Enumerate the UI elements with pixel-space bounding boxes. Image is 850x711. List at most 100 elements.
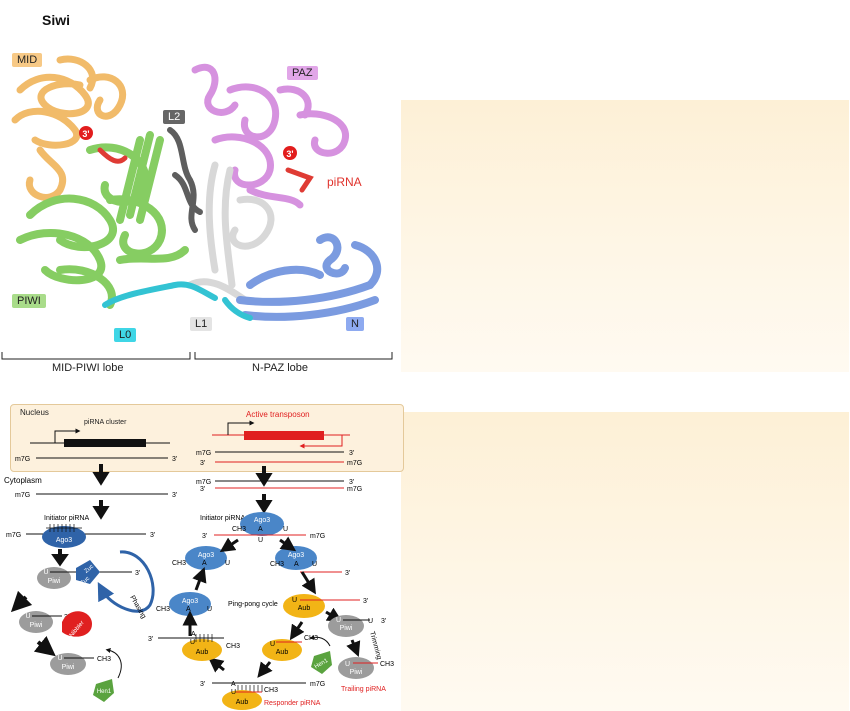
zuc-text-1: Zuc <box>84 564 96 575</box>
piwi-domain <box>16 131 189 309</box>
three-prime-marker-paz <box>283 146 297 160</box>
three-ago3-top: 3' <box>202 533 207 540</box>
a-cycle-bottom: A <box>186 606 191 613</box>
antisense-arrow <box>299 435 343 449</box>
a-aub-left: A <box>191 631 196 638</box>
nucleus-box <box>10 404 404 472</box>
hen1-right <box>311 651 332 674</box>
down-arrow-7 <box>33 635 56 657</box>
trailing-pirna-label: Trailing piRNA <box>341 686 386 693</box>
three-prime-text-mid: 3' <box>82 129 89 139</box>
ago3-initiator-right <box>240 512 284 536</box>
ago3-cycle-bottom <box>169 592 211 616</box>
pingpong-label: Ping-pong cycle <box>228 601 278 608</box>
aub-responder <box>222 690 262 710</box>
ago3-cycle-bottom-text: Ago3 <box>182 598 198 605</box>
piwi-label: PIWI <box>12 294 46 308</box>
cycle-arrow-2 <box>279 536 297 552</box>
trimming-arrow <box>346 639 361 657</box>
ch3-aub-left: CH3 <box>226 643 240 650</box>
piwi-nibbler-text: Piwi <box>30 622 43 629</box>
piwi-trailing-bottom-text: Piwi <box>350 669 363 676</box>
down-arrow-2 <box>255 466 273 487</box>
u-responder: U <box>231 689 236 696</box>
pirna-pathway-diagram: Nucleus piRNA cluster Active transposon … <box>4 408 394 710</box>
ch3-cycle-right: CH3 <box>270 561 284 568</box>
aub-left-pairing <box>195 634 213 642</box>
l2-label: L2 <box>163 110 186 124</box>
three-zuc: 3' <box>135 570 140 577</box>
a-cycle-right: A <box>294 561 299 568</box>
ch3-ago3-top: CH3 <box>232 526 246 533</box>
ch3-responder: CH3 <box>264 687 278 694</box>
hen1-left <box>93 679 114 702</box>
l0-linker <box>102 281 253 321</box>
pirna-label: piRNA <box>327 175 362 189</box>
pirna-cluster-label: piRNA cluster <box>84 419 127 426</box>
responder-pirna-label: Responder piRNA <box>264 700 321 707</box>
u-cycle-bottom: U <box>207 606 212 613</box>
cycle-arrow-3 <box>192 566 207 591</box>
mid-label: MID <box>12 53 43 67</box>
nibbler-enzyme <box>62 611 92 637</box>
cycle-arrow-6 <box>289 621 305 641</box>
aub-to-piwi-arrow <box>325 607 343 622</box>
initiator-left-label: Initiator piRNA <box>44 515 89 522</box>
responder-pairing <box>237 685 263 692</box>
down-arrow-6 <box>10 590 33 613</box>
n-paz-bracket <box>194 352 393 360</box>
three-responder: 3' <box>200 681 205 688</box>
lower-right-panel <box>401 412 849 711</box>
mid-piwi-lobe-label: MID-PIWI lobe <box>52 362 124 374</box>
mid-piwi-bracket <box>1 352 191 360</box>
paz-label: PAZ <box>287 66 318 80</box>
active-transposon-label: Active transposon <box>246 410 310 419</box>
ago3-cycle-left-text: Ago3 <box>198 552 214 559</box>
trimming-label: Trimming <box>368 631 382 661</box>
aub-mid-right <box>262 639 302 661</box>
l1-label: L1 <box>190 317 213 331</box>
cluster-promoter-arrow <box>54 428 81 443</box>
phasing-arrow <box>97 550 155 613</box>
cycle-arrow-7 <box>257 661 273 678</box>
three-t1: 3' <box>349 450 354 457</box>
a-responder: A <box>231 681 236 688</box>
u-aub-mid-right: U <box>270 641 275 648</box>
m7g-t1: m7G <box>196 450 211 457</box>
ago3-initiator-left <box>42 526 86 548</box>
zuc-enzyme <box>76 560 100 584</box>
aub-mid-right-text: Aub <box>276 649 289 656</box>
ago3-right-text: Ago3 <box>254 517 270 524</box>
ch3-cycle-bottom: CH3 <box>156 606 170 613</box>
n-label: N <box>346 317 364 331</box>
three-trailing-top: 3' <box>381 618 386 625</box>
m7g-cyto-left: m7G <box>15 492 30 499</box>
u-ago3-top-b: U <box>258 537 263 544</box>
u-trailing-top: U <box>368 618 373 625</box>
ch3-cycle-left: CH3 <box>172 560 186 567</box>
hen1-left-text: Hen1 <box>97 689 112 695</box>
l1-linker <box>186 161 275 304</box>
piwi-zuc-text: Piwi <box>48 578 61 585</box>
transposon-promoter-arrow <box>227 420 255 435</box>
aub-left <box>182 639 222 661</box>
cluster-block <box>64 439 146 447</box>
initiator-right-label: Initiator piRNA <box>200 515 245 522</box>
three-aub-left: 3' <box>148 636 153 643</box>
ago3-left-text: Ago3 <box>56 537 72 544</box>
cycle-arrow-1 <box>219 537 239 553</box>
piwi-trailing-top-text: Piwi <box>340 625 353 632</box>
u-piwi-mature: U <box>57 655 62 662</box>
m7g-cyto-r2: m7G <box>347 486 362 493</box>
ch3-aub-mid-right: CH3 <box>304 635 318 642</box>
cycle-arrow-8 <box>208 657 225 673</box>
nucleus-label: Nucleus <box>20 408 49 417</box>
down-arrow-4 <box>255 494 273 514</box>
u-piwi-trailing-top: U <box>336 617 341 624</box>
u-piwi-trailing-bottom: U <box>345 661 350 668</box>
u-cycle-left: U <box>225 560 230 567</box>
down-arrow-3 <box>92 500 110 520</box>
three-aub-right: 3' <box>363 598 368 605</box>
three-cyto-r2: 3' <box>200 486 205 493</box>
m7g-responder: m7G <box>310 681 325 688</box>
